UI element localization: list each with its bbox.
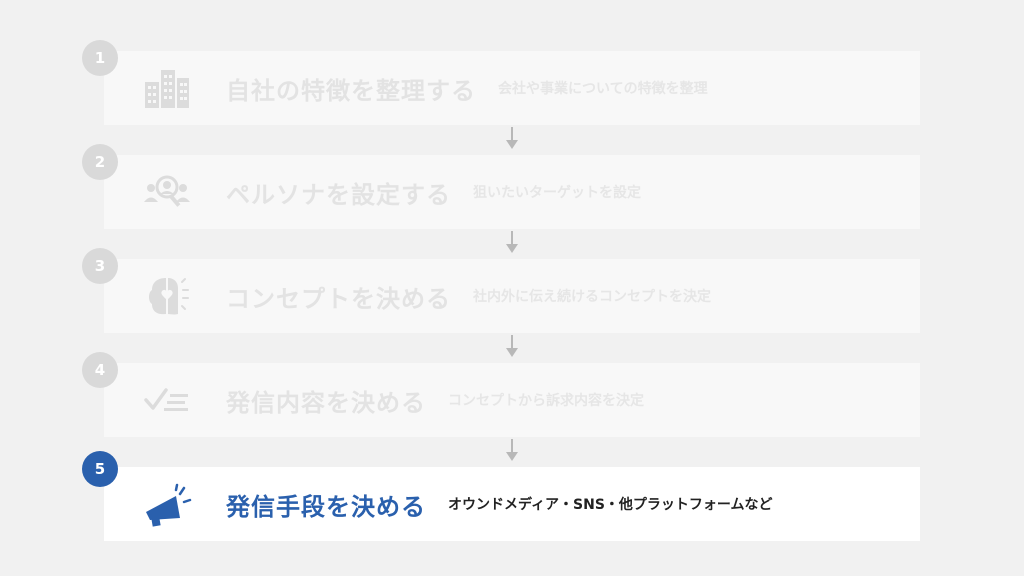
step-1-title: 自社の特徴を整理する (226, 76, 476, 105)
step-3-title: コンセプトを決める (226, 284, 451, 313)
building-icon (140, 64, 194, 112)
persona-search-icon (140, 168, 194, 216)
down-arrow-icon (505, 439, 519, 463)
step-4-description: コンセプトから訴求内容を決定 (448, 393, 644, 409)
step-1-description: 会社や事業についての特徴を整理 (498, 81, 708, 97)
step-5-number-badge: 5 (82, 451, 118, 487)
step-3-description: 社内外に伝え続けるコンセプトを決定 (473, 289, 711, 305)
down-arrow-icon (505, 335, 519, 359)
step-2-description: 狙いたいターゲットを設定 (473, 185, 641, 201)
step-2-content: ペルソナを設定する 狙いたいターゲットを設定 (226, 155, 908, 229)
step-5-card: 発信手段を決める オウンドメディア・SNS・他プラットフォームなど (104, 467, 920, 541)
step-5-content: 発信手段を決める オウンドメディア・SNS・他プラットフォームなど (226, 467, 908, 541)
step-1-card: 自社の特徴を整理する 会社や事業についての特徴を整理 (104, 51, 920, 125)
megaphone-icon (140, 480, 194, 528)
step-4-content: 発信内容を決める コンセプトから訴求内容を決定 (226, 363, 908, 437)
step-4-number-badge: 4 (82, 352, 118, 388)
step-2-number-badge: 2 (82, 144, 118, 180)
step-3-content: コンセプトを決める 社内外に伝え続けるコンセプトを決定 (226, 259, 908, 333)
brain-heart-icon (140, 272, 194, 320)
step-4-card: 発信内容を決める コンセプトから訴求内容を決定 (104, 363, 920, 437)
step-5-description: オウンドメディア・SNS・他プラットフォームなど (448, 497, 773, 513)
step-1-content: 自社の特徴を整理する 会社や事業についての特徴を整理 (226, 51, 908, 125)
step-2-card: ペルソナを設定する 狙いたいターゲットを設定 (104, 155, 920, 229)
step-5-title: 発信手段を決める (226, 492, 426, 521)
step-4-title: 発信内容を決める (226, 388, 426, 417)
step-3-number-badge: 3 (82, 248, 118, 284)
step-3-card: コンセプトを決める 社内外に伝え続けるコンセプトを決定 (104, 259, 920, 333)
down-arrow-icon (505, 231, 519, 255)
checklist-icon (140, 376, 194, 424)
step-2-title: ペルソナを設定する (226, 180, 451, 209)
step-1-number-badge: 1 (82, 40, 118, 76)
down-arrow-icon (505, 127, 519, 151)
